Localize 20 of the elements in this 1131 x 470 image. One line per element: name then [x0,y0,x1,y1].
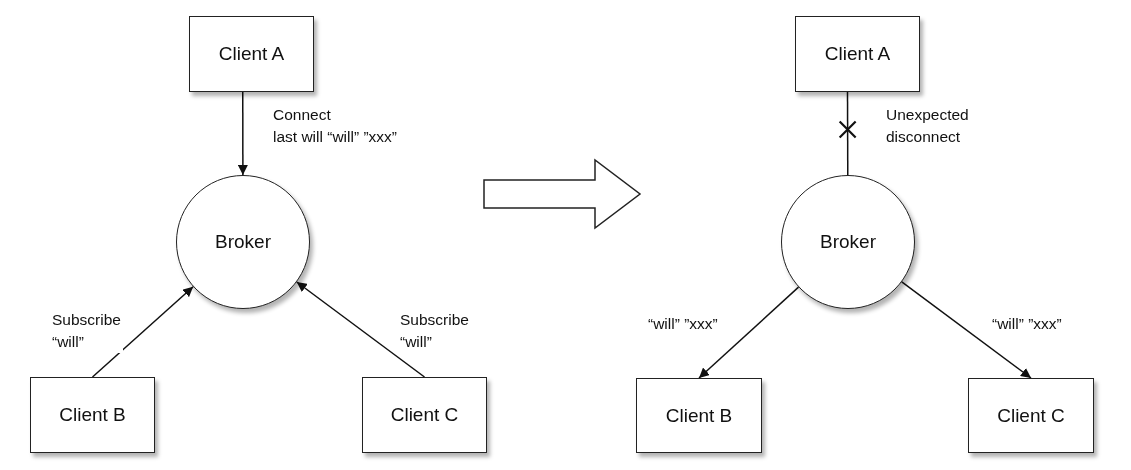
client-box [968,378,1094,453]
client-box [362,377,487,453]
arrow [698,286,800,379]
node-label: Client C [997,404,1065,427]
node-label: Client B [59,404,126,426]
client-box [30,377,155,453]
node-label: Broker [215,231,271,253]
node-label: Client A [218,43,285,65]
arrow [237,91,248,176]
node-label: Client B [665,404,733,427]
client-box [636,378,762,453]
node-label: Broker [820,231,876,253]
arrow [296,281,426,378]
broken-connection-line [838,91,857,176]
arrow [901,281,1032,379]
client-box [795,16,920,92]
client-box [189,16,314,92]
node-label: Client C [390,404,459,426]
node-label: Client A [824,43,891,65]
arrow [91,286,194,378]
